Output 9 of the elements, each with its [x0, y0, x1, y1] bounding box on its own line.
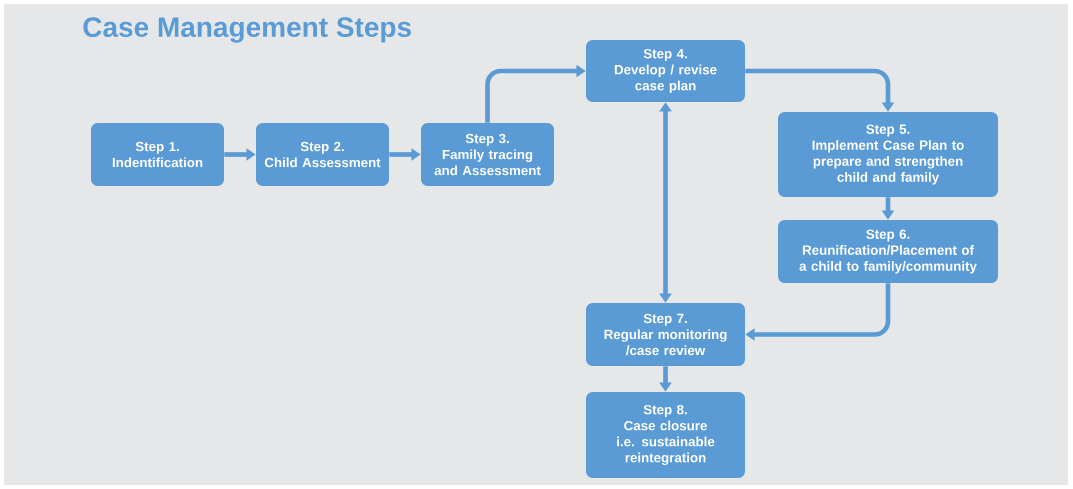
process-box: Step 6. Reunification/Placement of a child to family/community — [778, 220, 998, 283]
title: Case Management Steps — [83, 17, 411, 43]
process-box: Step 7. Regular monitoring /case review — [586, 303, 745, 366]
process-box: Step 8. Case closure i.e. sustainable reintegration — [586, 392, 745, 478]
process-box: Step 5. Implement Case Plan to prepare and strengthen child and family — [778, 112, 998, 197]
process-box: Step 1. Indentification — [91, 123, 224, 186]
process-box: Step 3. Family tracing and Assessment — [421, 123, 554, 186]
process-box: Step 4. Develop / revise case plan — [586, 40, 745, 102]
process-box: Step 2. Child Assessment — [256, 123, 389, 186]
